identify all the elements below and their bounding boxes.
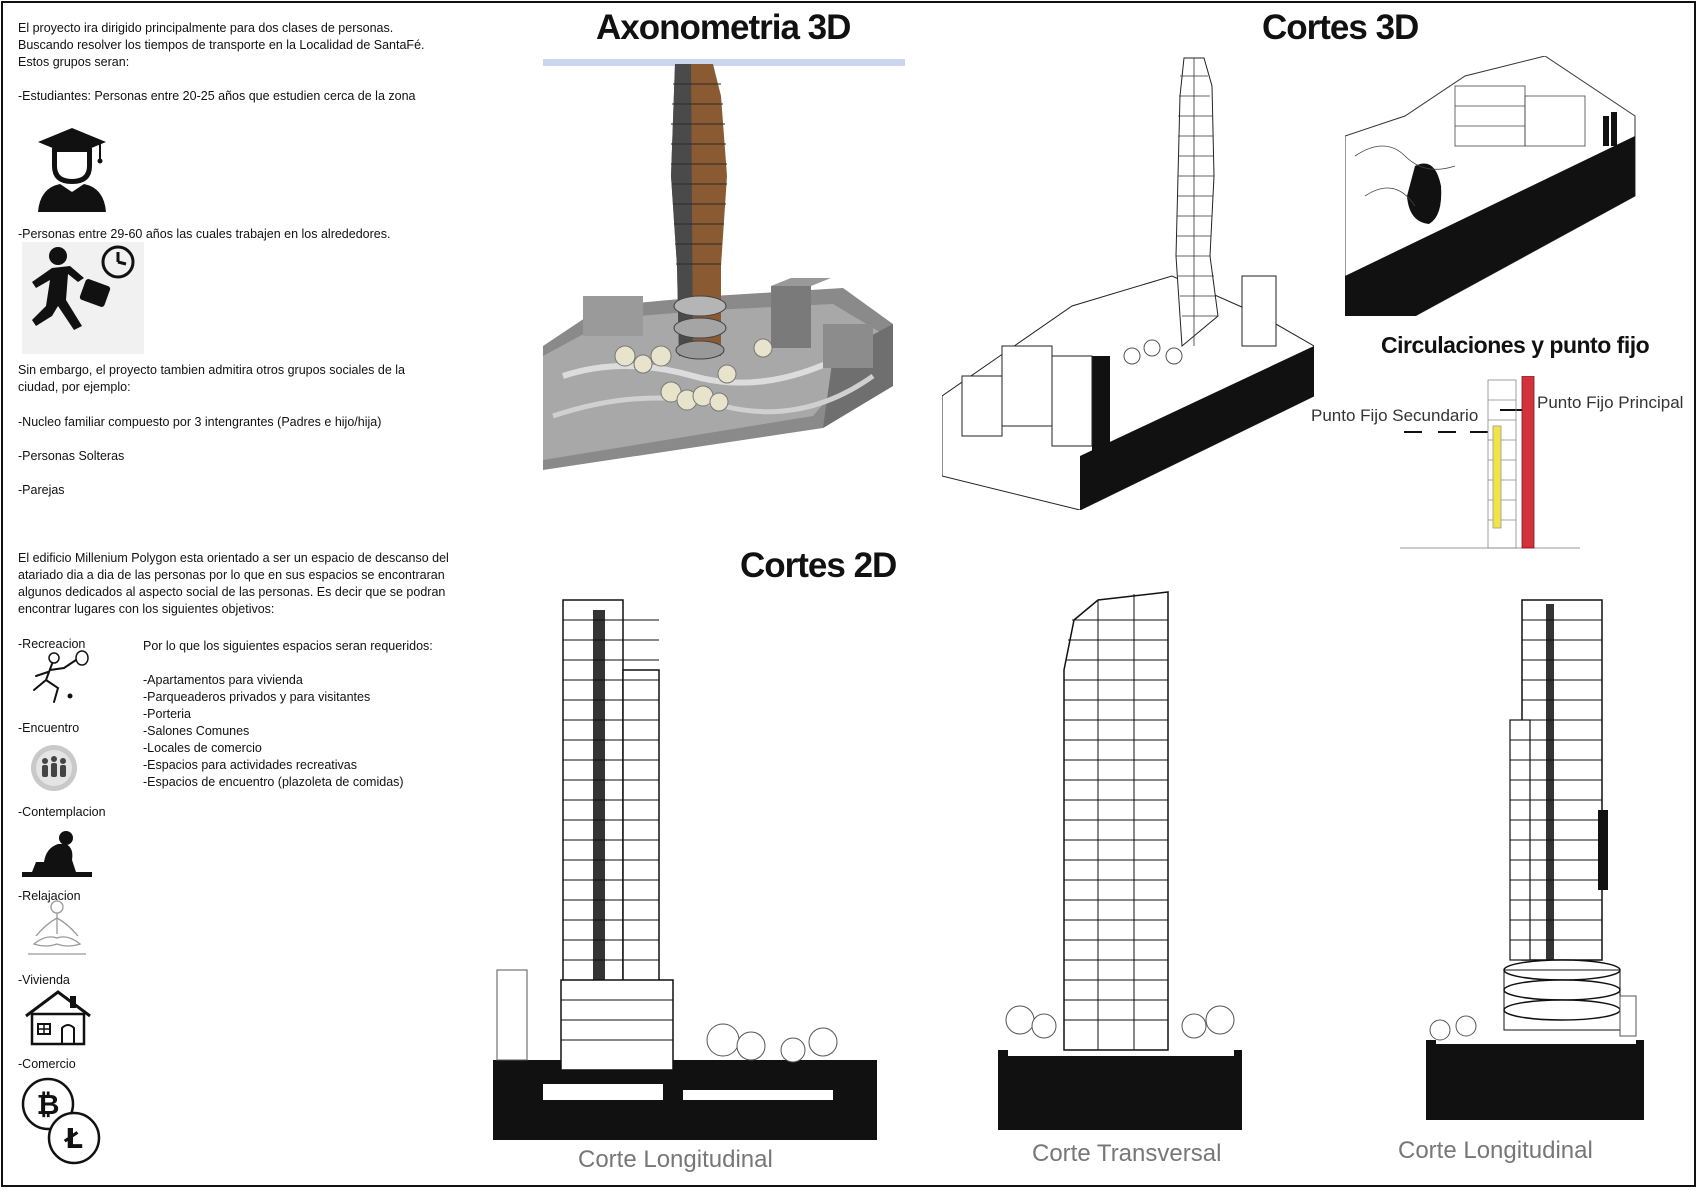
litecoin-icon: Ł	[46, 1110, 102, 1166]
requirement-item: -Locales de comercio	[143, 741, 262, 755]
section-2d-longitudinal-2	[1426, 590, 1644, 1120]
tennis-player-icon	[24, 650, 94, 704]
other-group-item: -Parejas	[18, 483, 65, 497]
objective-recreacion: -Recreacion	[18, 637, 86, 651]
other-group-item: -Nucleo familiar compuesto por 3 intengr…	[18, 415, 382, 429]
section-3d-tower	[942, 56, 1314, 510]
section-2d-longitudinal-1	[493, 590, 877, 1142]
requirement-item: -Espacios de encuentro (plazoleta de com…	[143, 775, 404, 789]
svg-text:Ł: Ł	[63, 1122, 83, 1155]
objective-vivienda: -Vivienda	[18, 973, 70, 987]
requirement-item: -Salones Comunes	[143, 724, 250, 738]
title-cortes-2d: Cortes 2D	[740, 546, 897, 585]
section-2d-transversal	[998, 590, 1242, 1134]
circulation-core-diagram	[1400, 376, 1580, 552]
graduate-icon	[36, 126, 108, 212]
group-workers: -Personas entre 29-60 años las cuales tr…	[18, 227, 391, 241]
svg-text:₿: ₿	[37, 1088, 60, 1121]
requirement-item: -Apartamentos para vivienda	[143, 673, 303, 687]
requirement-item: -Espacios para actividades recreativas	[143, 758, 357, 772]
purpose-paragraph: El edificio Millenium Polygon esta orien…	[18, 551, 449, 616]
objective-relajacion: -Relajacion	[18, 889, 81, 903]
requirements-intro: Por lo que los siguientes espacios seran…	[143, 639, 433, 653]
title-circulaciones: Circulaciones y punto fijo	[1381, 332, 1650, 358]
label-punto-fijo-secundario: Punto Fijo Secundario	[1311, 406, 1479, 425]
other-group-item: -Personas Solteras	[18, 449, 125, 463]
other-groups-paragraph: Sin embargo, el proyecto tambien admitir…	[18, 363, 406, 394]
caption-corte-longitudinal-1: Corte Longitudinal	[578, 1146, 773, 1173]
yoga-icon	[26, 898, 88, 958]
axonometric-render	[543, 56, 907, 470]
group-students: -Estudiantes: Personas entre 20-25 años …	[18, 89, 416, 103]
worker-clock-icon	[22, 242, 144, 354]
label-punto-fijo-principal: Punto Fijo Principal	[1537, 393, 1684, 412]
title-axonometria: Axonometria 3D	[596, 8, 851, 47]
people-group-icon	[30, 744, 78, 792]
caption-corte-longitudinal-2: Corte Longitudinal	[1398, 1137, 1593, 1164]
requirement-item: -Porteria	[143, 707, 191, 721]
title-cortes-3d: Cortes 3D	[1262, 8, 1419, 47]
sitting-person-icon	[22, 828, 92, 878]
objective-encuentro: -Encuentro	[18, 721, 80, 735]
intro-paragraph: El proyecto ira dirigido principalmente …	[18, 21, 425, 69]
caption-corte-transversal: Corte Transversal	[1032, 1140, 1222, 1167]
objective-contemplacion: -Contemplacion	[18, 805, 106, 819]
requirement-item: -Parqueaderos privados y para visitantes	[143, 690, 371, 704]
objective-comercio: -Comercio	[18, 1057, 76, 1071]
section-3d-landscape	[1345, 56, 1641, 316]
house-icon	[24, 990, 92, 1046]
